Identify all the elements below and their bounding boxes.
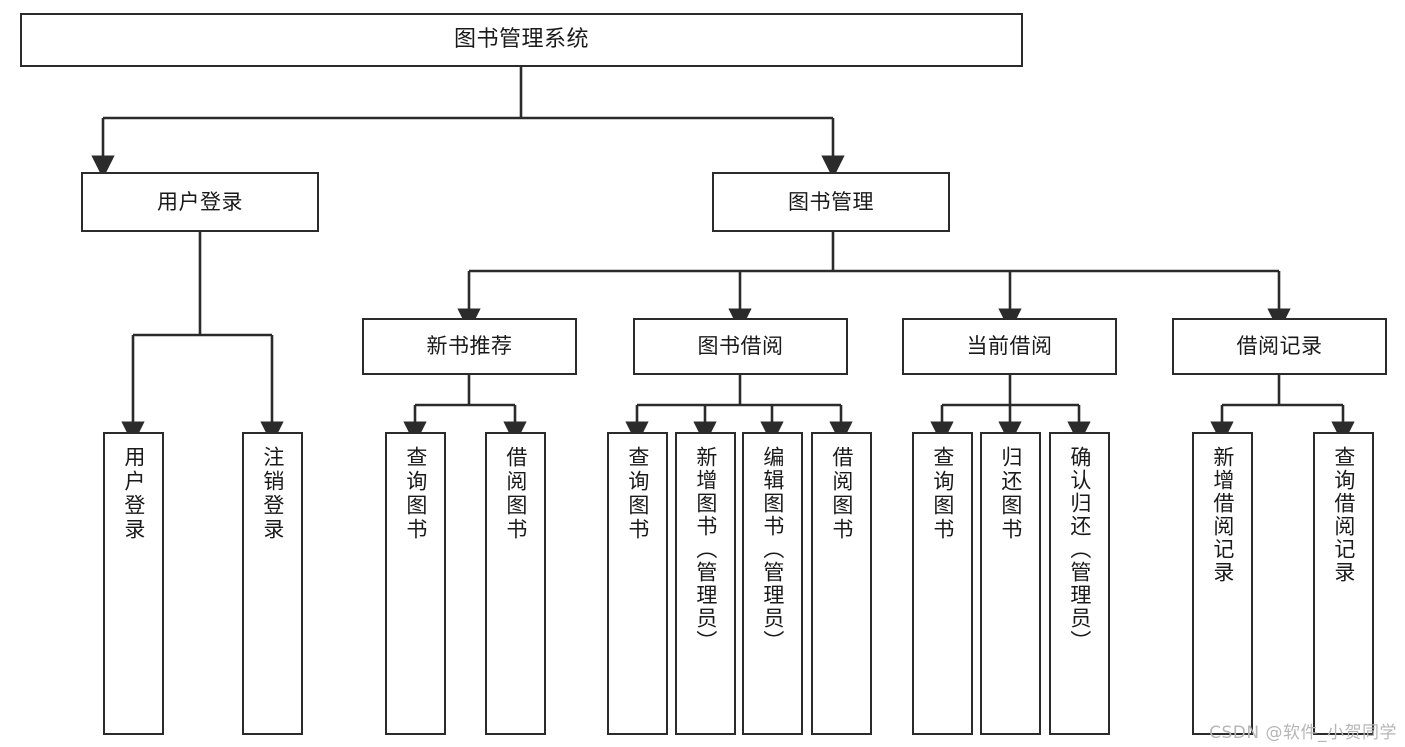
node-book-manage-label: 图书管理 xyxy=(788,189,874,214)
node-book-manage[interactable]: 图书管理 xyxy=(712,172,950,232)
node-book-borrow[interactable]: 图书借阅 xyxy=(633,318,848,375)
node-leaf-add-record[interactable]: 新增借阅记录 xyxy=(1192,432,1253,735)
node-root[interactable]: 图书管理系统 xyxy=(20,13,1023,67)
node-leaf-borrow-book-b[interactable]: 借阅图书 xyxy=(811,432,872,735)
node-leaf-confirm-return[interactable]: 确认归还（管理员） xyxy=(1049,432,1110,735)
node-borrow-record[interactable]: 借阅记录 xyxy=(1172,318,1387,375)
node-leaf-query-book-b[interactable]: 查询图书 xyxy=(607,432,668,735)
node-leaf-borrow-book-a-label: 借阅图书 xyxy=(503,446,528,542)
node-leaf-return-book-label: 归还图书 xyxy=(998,446,1023,542)
node-leaf-edit-book[interactable]: 编辑图书（管理员） xyxy=(742,432,803,735)
node-user-login-label: 用户登录 xyxy=(157,189,243,214)
node-leaf-query-record-label: 查询借阅记录 xyxy=(1331,446,1356,584)
node-leaf-return-book[interactable]: 归还图书 xyxy=(980,432,1041,735)
node-current-borrow-label: 当前借阅 xyxy=(966,334,1053,359)
watermark: CSDN @软件_小贺同学 xyxy=(1209,723,1397,743)
node-user-login[interactable]: 用户登录 xyxy=(81,172,319,232)
node-borrow-record-label: 借阅记录 xyxy=(1236,334,1323,359)
node-leaf-add-record-label: 新增借阅记录 xyxy=(1210,446,1235,584)
node-leaf-query-book-a-label: 查询图书 xyxy=(403,446,428,542)
node-leaf-borrow-book-b-label: 借阅图书 xyxy=(829,446,854,542)
node-root-label: 图书管理系统 xyxy=(453,27,589,53)
node-leaf-edit-book-label: 编辑图书（管理员） xyxy=(760,446,785,653)
node-new-book-rec-label: 新书推荐 xyxy=(426,334,513,359)
node-leaf-logout[interactable]: 注销登录 xyxy=(242,432,303,735)
node-leaf-confirm-return-label: 确认归还（管理员） xyxy=(1067,446,1092,653)
node-leaf-query-book-a[interactable]: 查询图书 xyxy=(385,432,446,735)
node-leaf-add-book[interactable]: 新增图书（管理员） xyxy=(675,432,736,735)
node-leaf-borrow-book-a[interactable]: 借阅图书 xyxy=(485,432,546,735)
node-leaf-query-record[interactable]: 查询借阅记录 xyxy=(1313,432,1374,735)
node-leaf-user-login[interactable]: 用户登录 xyxy=(103,432,164,735)
node-book-borrow-label: 图书借阅 xyxy=(697,334,784,359)
node-leaf-query-book-c-label: 查询图书 xyxy=(930,446,955,542)
node-new-book-rec[interactable]: 新书推荐 xyxy=(362,318,577,375)
node-leaf-logout-label: 注销登录 xyxy=(260,446,285,542)
node-current-borrow[interactable]: 当前借阅 xyxy=(902,318,1117,375)
node-leaf-add-book-label: 新增图书（管理员） xyxy=(693,446,718,653)
node-leaf-query-book-c[interactable]: 查询图书 xyxy=(912,432,973,735)
node-leaf-user-login-label: 用户登录 xyxy=(121,446,146,542)
node-leaf-query-book-b-label: 查询图书 xyxy=(625,446,650,542)
